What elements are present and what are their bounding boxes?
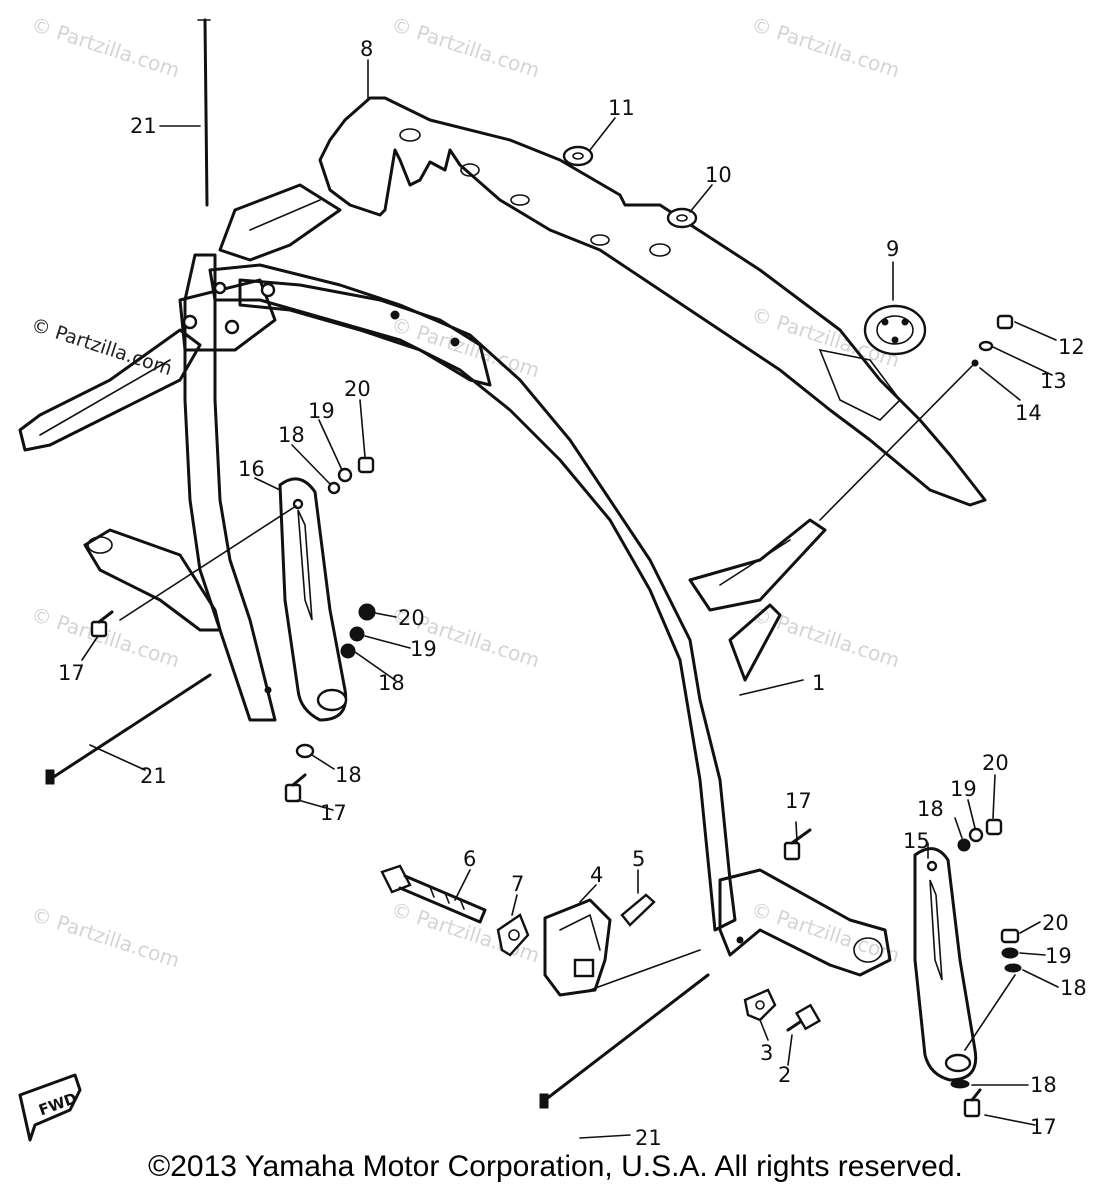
part-18-washer-right [950, 1079, 970, 1089]
fwd-arrow-icon: FWD [18, 1073, 82, 1142]
part-4-clamp [543, 898, 612, 997]
part-8-plate [318, 96, 987, 507]
part-10-washer [666, 207, 698, 229]
callout-20: 20 [398, 606, 425, 630]
callout-18: 18 [1030, 1073, 1057, 1097]
callout-3: 3 [760, 1041, 773, 1065]
part-7-washer [496, 913, 530, 957]
hardware-stack-left-upper [327, 456, 375, 495]
watermark: © Partzilla.com [28, 902, 182, 973]
callout-19: 19 [1045, 944, 1072, 968]
callout-14: 14 [1015, 401, 1042, 425]
callout-11: 11 [608, 96, 635, 120]
part-2-bolt [786, 1003, 822, 1032]
callout-4: 4 [590, 863, 603, 887]
callout-1: 1 [812, 671, 825, 695]
part-17-bolt [284, 773, 307, 803]
hardware-stack-right-lower [1000, 928, 1022, 973]
callout-16: 16 [238, 457, 265, 481]
callout-8: 8 [360, 37, 373, 61]
callout-21: 21 [635, 1126, 662, 1150]
watermark: © Partzilla.com [28, 602, 182, 673]
callout-15: 15 [903, 829, 930, 853]
callout-10: 10 [705, 163, 732, 187]
part-5-pin [620, 893, 656, 927]
hardware-stack-left-lower [340, 603, 376, 659]
part-18-washer-left [295, 743, 315, 759]
callout-9: 9 [886, 237, 899, 261]
part-12-bolt [996, 314, 1014, 330]
callout-21: 21 [140, 764, 167, 788]
callout-20: 20 [982, 751, 1009, 775]
callout-17: 17 [785, 789, 812, 813]
watermark: © Partzilla.com [748, 602, 902, 673]
part-21-rod [45, 673, 212, 785]
callout-17: 17 [1030, 1115, 1057, 1139]
part-16-plate [278, 477, 348, 722]
part-6-bolt [380, 864, 487, 924]
part-9-disc [863, 304, 927, 356]
callout-18: 18 [335, 763, 362, 787]
watermark: © Partzilla.com [388, 12, 542, 83]
callout-21: 21 [130, 114, 157, 138]
part-17-bolt [783, 828, 812, 861]
callout-20: 20 [344, 377, 371, 401]
watermark-layer: © Partzilla.com © Partzilla.com © Partzi… [28, 12, 902, 973]
part-11-washer [562, 145, 594, 167]
leader-lines [81, 59, 1059, 1139]
watermark: © Partzilla.com [748, 12, 902, 83]
callout-19: 19 [308, 399, 335, 423]
callout-5: 5 [632, 847, 645, 871]
callout-18: 18 [378, 671, 405, 695]
part-21-rod [539, 973, 710, 1109]
callout-6: 6 [463, 847, 476, 871]
part-15-plate [913, 847, 978, 1082]
callout-17: 17 [320, 801, 347, 825]
callout-19: 19 [950, 777, 977, 801]
part-13-washer [978, 340, 994, 352]
callout-labels: 1 2 3 4 5 6 7 8 9 10 11 12 13 14 15 16 1… [58, 37, 1087, 1150]
part-21-rod [197, 18, 211, 207]
callout-19: 19 [410, 637, 437, 661]
callout-7: 7 [511, 872, 524, 896]
callout-18: 18 [917, 797, 944, 821]
part-17-bolt [90, 610, 114, 638]
watermark: © Partzilla.com [28, 12, 182, 83]
hardware-stack-right-upper [957, 818, 1003, 852]
callout-17: 17 [58, 661, 85, 685]
copyright-notice: ©2013 Yamaha Motor Corporation, U.S.A. A… [148, 1150, 963, 1183]
callout-13: 13 [1040, 369, 1067, 393]
part-17-bolt [963, 1088, 982, 1118]
callout-18: 18 [1060, 976, 1087, 1000]
part-1-frame [18, 183, 892, 977]
callout-20: 20 [1042, 911, 1069, 935]
callout-12: 12 [1058, 335, 1085, 359]
callout-2: 2 [778, 1063, 791, 1087]
part-3-washer [743, 988, 777, 1022]
callout-18: 18 [278, 423, 305, 447]
